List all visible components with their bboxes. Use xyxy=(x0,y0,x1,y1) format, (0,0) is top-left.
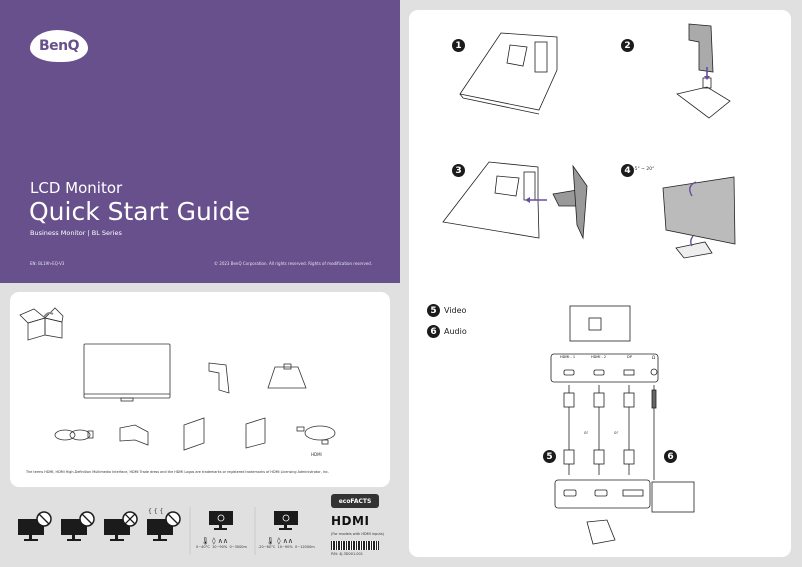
tilt-range-label: -5° ~ 20° xyxy=(633,167,655,172)
logo-text: BenQ xyxy=(30,30,88,62)
barcode-part-number: P/N: 4J.3D001.001 xyxy=(331,552,363,556)
storage-specs: -20~60°C 10~90% 0~12000m xyxy=(258,545,315,549)
no-tools-icon xyxy=(104,511,138,541)
step-2-illustration xyxy=(676,23,731,119)
or-label-2: or xyxy=(614,430,619,435)
step-3-badge: 3 xyxy=(452,164,465,177)
subtitle: Business Monitor | BL Series xyxy=(30,229,122,237)
cables xyxy=(563,385,657,480)
svg-text:🌡 ◊ ∧∧: 🌡 ◊ ∧∧ xyxy=(201,537,228,545)
pc-ports-box xyxy=(554,479,695,513)
video-label: Video xyxy=(444,306,467,315)
operating-specs: 0~40°C 10~90% 0~3000m xyxy=(196,545,247,549)
port-label-hdmi-2: HDMI - 2 xyxy=(591,355,607,359)
product-type: LCD Monitor xyxy=(30,179,123,197)
connection-monitor-back xyxy=(550,305,659,383)
hdmi-2-port xyxy=(593,369,605,376)
legend-video: 5 Video xyxy=(427,304,466,317)
operating-altitude: 0~3000m xyxy=(229,545,247,549)
safety-booklet-icon xyxy=(183,417,205,451)
box-contents-illustrations xyxy=(19,307,336,451)
step-3-illustration xyxy=(442,161,588,240)
svg-text:{ { {: { { { xyxy=(148,508,163,515)
no-liquid-icon xyxy=(18,511,52,541)
assembly-illustrations xyxy=(442,23,736,545)
cover-panel: BenQ LCD Monitor Quick Start Guide Busin… xyxy=(0,0,400,283)
no-fire-icon xyxy=(61,511,95,541)
dp-port xyxy=(623,369,635,376)
power-cord-icon xyxy=(54,429,94,441)
box-contents-card xyxy=(10,292,390,487)
operating-power-icon: 🌡 ◊ ∧∧ xyxy=(201,511,233,545)
ecofacts-badge: ecoFACTS xyxy=(331,494,379,508)
stand-base-icon xyxy=(267,363,307,389)
part-number: EN: BL19h-EQ-V3 xyxy=(30,261,65,266)
svg-text:🌡 ◊ ∧∧: 🌡 ◊ ∧∧ xyxy=(266,537,293,545)
hdmi-cable-label: HDMI xyxy=(311,452,322,457)
hdmi-note: (For models with HDMI inputs) xyxy=(331,532,385,536)
operating-temperature: 0~40°C xyxy=(196,545,210,549)
computer-icon xyxy=(586,519,616,545)
benq-logo: BenQ xyxy=(30,30,90,64)
audio-label: Audio xyxy=(444,327,467,336)
headphone-icon: Ω xyxy=(652,355,656,360)
audio-badge: 6 xyxy=(427,325,440,338)
monitor-icon xyxy=(83,343,171,402)
hdmi-1-port xyxy=(563,369,575,376)
no-heat-icon: { { { xyxy=(147,508,181,541)
step-1-badge: 1 xyxy=(452,39,465,52)
barcode xyxy=(331,541,379,550)
open-box-icon xyxy=(19,307,64,341)
storage-altitude: 0~12000m xyxy=(294,545,315,549)
copyright: © 2023 BenQ Corporation. All rights rese… xyxy=(214,261,373,266)
warning-icons: { { { 🌡 ◊ ∧∧ 🌡 ◊ ∧∧ xyxy=(18,507,298,555)
video-callout: 5 xyxy=(543,450,556,463)
storage-humidity: 10~90% xyxy=(277,545,293,549)
hdmi-cable-icon xyxy=(296,425,336,445)
trademark-notice: The terms HDMI, HDMI High-Definition Mul… xyxy=(26,470,329,474)
step-4-badge: 4 xyxy=(621,164,634,177)
instructions-card xyxy=(409,10,791,557)
storage-temperature: -20~60°C xyxy=(258,545,276,549)
operating-humidity: 10~90% xyxy=(212,545,228,549)
hdmi-logo: HDMI xyxy=(331,514,370,528)
audio-callout: 6 xyxy=(664,450,677,463)
storage-power-icon: 🌡 ◊ ∧∧ xyxy=(266,511,298,545)
audio-port xyxy=(650,368,658,376)
port-label-dp: DP xyxy=(627,355,632,359)
port-label-hdmi-1: HDMI - 1 xyxy=(560,355,576,359)
step-4-illustration xyxy=(662,176,736,259)
page-title: Quick Start Guide xyxy=(29,197,251,226)
or-label-1: or xyxy=(584,430,589,435)
quick-start-guide-icon xyxy=(119,424,149,446)
regulatory-booklet-icon xyxy=(245,417,266,449)
legend-audio: 6 Audio xyxy=(427,325,467,338)
ports xyxy=(563,368,658,376)
stand-arm-icon xyxy=(208,362,230,394)
step-1-illustration xyxy=(459,32,558,115)
video-badge: 5 xyxy=(427,304,440,317)
step-2-badge: 2 xyxy=(621,39,634,52)
